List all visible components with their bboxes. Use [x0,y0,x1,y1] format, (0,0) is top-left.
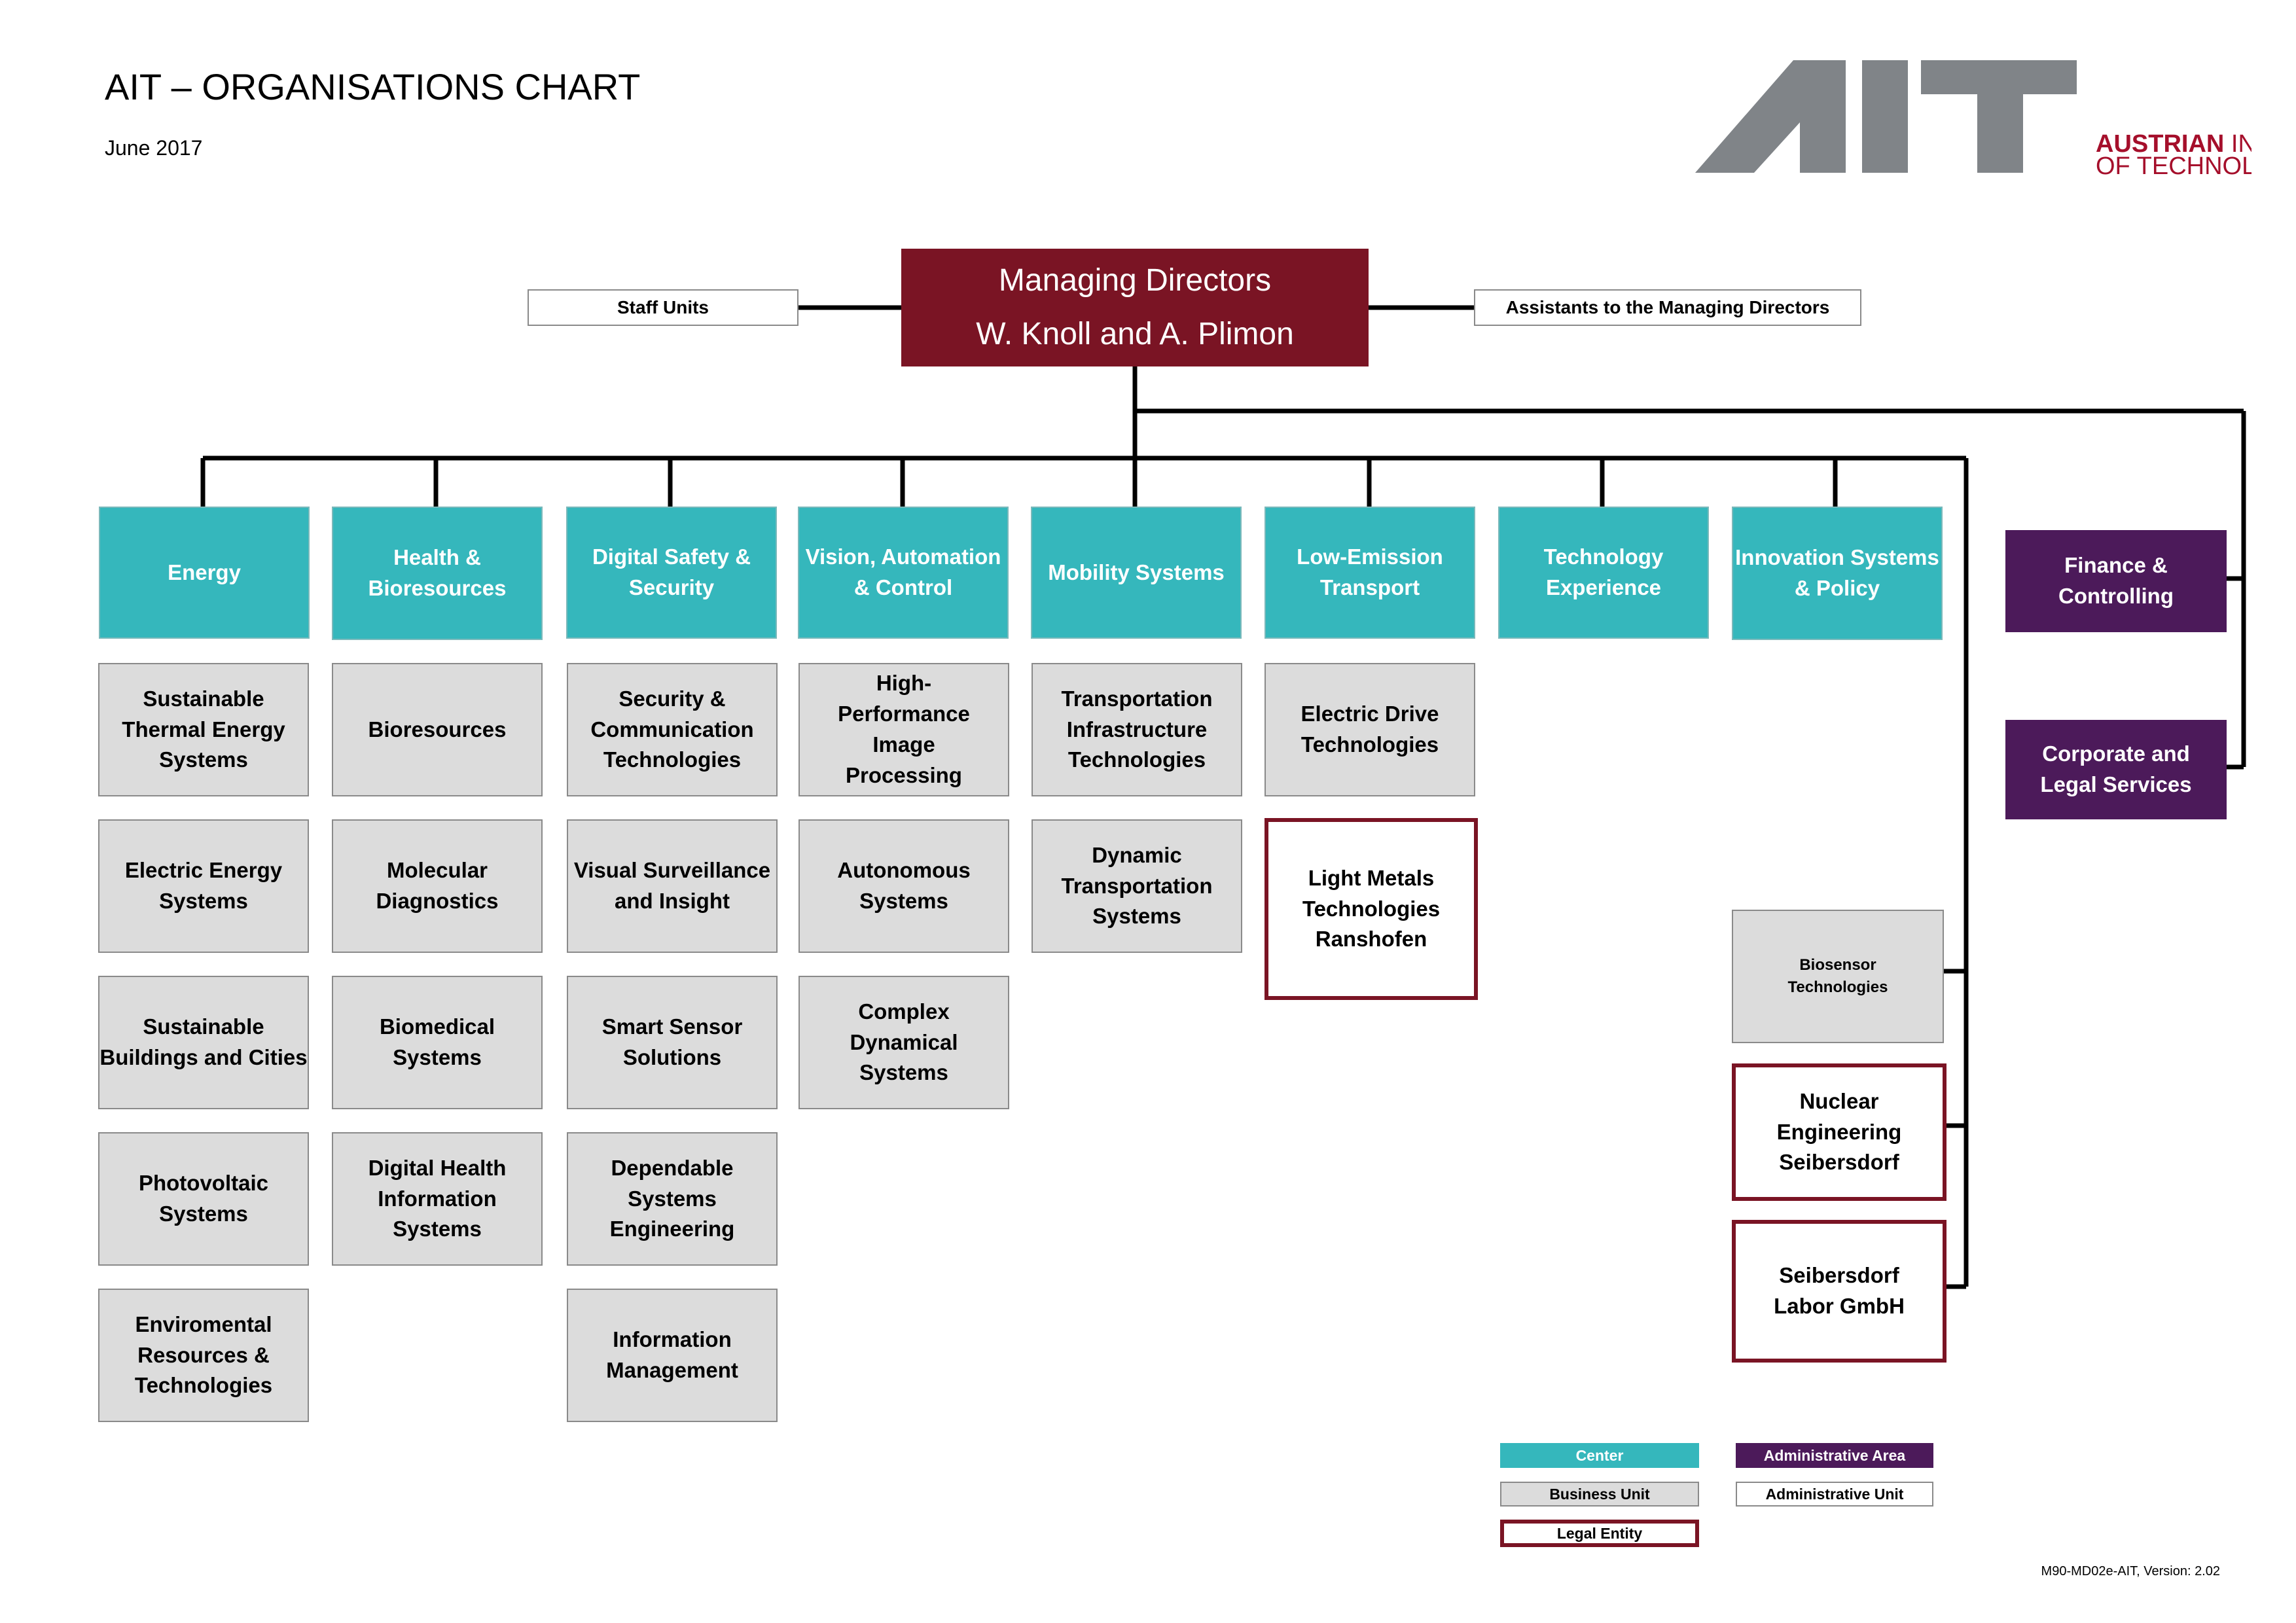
managing-directors-title: Managing Directors [998,263,1272,298]
unit-sustainable-buildings-cities[interactable]: Sustainable Buildings and Cities [98,976,309,1109]
unit-photovoltaic-systems[interactable]: Photovoltaic Systems [98,1132,309,1266]
unit-autonomous-systems[interactable]: Autonomous Systems [798,819,1009,953]
center-technology-experience[interactable]: Technology Experience [1498,507,1709,639]
legend-administrative-unit: Administrative Unit [1736,1482,1933,1507]
unit-bioresources[interactable]: Bioresources [332,663,543,796]
unit-enviromental-resources-technologies[interactable]: Enviromental Resources & Technologies [98,1289,309,1422]
unit-visual-surveillance-insight[interactable]: Visual Surveillance and Insight [567,819,778,953]
managing-directors-box[interactable]: Managing Directors W. Knoll and A. Plimo… [901,249,1369,366]
unit-sustainable-thermal-energy-systems[interactable]: Sustainable Thermal Energy Systems [98,663,309,796]
managing-directors-names: W. Knoll and A. Plimon [976,317,1294,351]
unit-dynamic-transportation-systems[interactable]: Dynamic Transportation Systems [1031,819,1242,953]
center-low-emission-transport[interactable]: Low-Emission Transport [1265,507,1475,639]
legend-business-unit: Business Unit [1500,1482,1699,1507]
center-digital-safety-security[interactable]: Digital Safety & Security [566,507,777,639]
center-health-bioresources[interactable]: Health & Bioresources [332,507,543,640]
center-energy[interactable]: Energy [99,507,310,639]
assistants-box[interactable]: Assistants to the Managing Directors [1474,289,1861,326]
legend-center: Center [1500,1443,1699,1468]
admin-finance-controlling[interactable]: Finance & Controlling [2005,530,2227,632]
legend-administrative-area: Administrative Area [1736,1443,1933,1468]
unit-molecular-diagnostics[interactable]: Molecular Diagnostics [332,819,543,953]
version-label: M90-MD02e-AIT, Version: 2.02 [2041,1564,2220,1578]
center-mobility-systems[interactable]: Mobility Systems [1031,507,1242,639]
unit-dependable-systems-engineering[interactable]: Dependable Systems Engineering [567,1132,778,1266]
center-vision-automation-control[interactable]: Vision, Automation & Control [798,507,1009,639]
unit-digital-health-information-systems[interactable]: Digital Health Information Systems [332,1132,543,1266]
legal-entity-seibersdorf-labor[interactable]: Seibersdorf Labor GmbH [1732,1220,1946,1363]
unit-information-management[interactable]: Information Management [567,1289,778,1422]
chart-date: June 2017 [105,136,203,160]
legal-entity-light-metals-ranshofen[interactable]: Light Metals Technologies Ranshofen [1265,818,1478,1000]
unit-biomedical-systems[interactable]: Biomedical Systems [332,976,543,1109]
unit-transportation-infrastructure-technologies[interactable]: Transportation Infrastructure Technologi… [1031,663,1242,796]
legal-entity-nuclear-engineering-seibersdorf[interactable]: Nuclear Engineering Seibersdorf [1732,1063,1946,1201]
unit-smart-sensor-solutions[interactable]: Smart Sensor Solutions [567,976,778,1109]
unit-high-performance-image-processing[interactable]: High-Performance Image Processing [798,663,1009,796]
logo-line1-bold: AUSTRIAN [2096,130,2224,158]
page-title: AIT – ORGANISATIONS CHART [105,66,641,107]
unit-electric-energy-systems[interactable]: Electric Energy Systems [98,819,309,953]
unit-electric-drive-technologies[interactable]: Electric Drive Technologies [1265,663,1475,796]
staff-units-box[interactable]: Staff Units [528,289,798,326]
unit-security-communication-technologies[interactable]: Security & Communication Technologies [567,663,778,796]
unit-complex-dynamical-systems[interactable]: Complex Dynamical Systems [798,976,1009,1109]
unit-biosensor-technologies[interactable]: Biosensor Technologies [1732,910,1944,1043]
admin-corporate-legal-services[interactable]: Corporate and Legal Services [2005,720,2227,819]
center-innovation-systems-policy[interactable]: Innovation Systems & Policy [1732,507,1943,640]
legend-legal-entity: Legal Entity [1500,1520,1699,1547]
